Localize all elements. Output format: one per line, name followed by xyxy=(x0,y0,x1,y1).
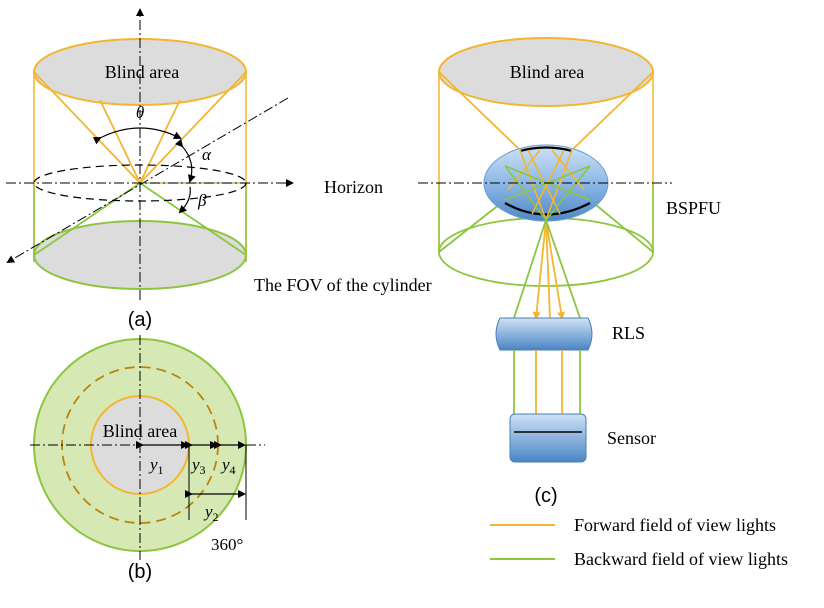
legend: Forward field of view lights Backward fi… xyxy=(490,515,788,569)
blind-area-label-c: Blind area xyxy=(510,62,584,82)
blind-area-label-a: Blind area xyxy=(105,62,179,82)
forward-ray xyxy=(438,71,521,151)
beta-label: β xyxy=(197,191,207,210)
y4-label: y4 xyxy=(220,455,236,477)
alpha-label: α xyxy=(202,145,212,164)
theta-label: θ xyxy=(136,103,144,122)
blind-area-label-b: Blind area xyxy=(103,421,177,441)
caption-c: (c) xyxy=(534,485,557,507)
backward-ray xyxy=(139,182,247,256)
rls-lens xyxy=(495,317,593,351)
alpha-arc xyxy=(175,138,196,183)
forward-ray xyxy=(545,219,551,319)
forward-ray xyxy=(545,219,565,320)
backward-ray xyxy=(438,199,506,253)
sensor-block xyxy=(509,413,587,463)
caption-a: (a) xyxy=(128,309,152,331)
beta-arc xyxy=(178,186,191,214)
fov-cylinder-label: The FOV of the cylinder xyxy=(254,275,432,295)
backward-ray xyxy=(545,219,581,319)
y1-label: y1 xyxy=(148,455,164,477)
forward-ray xyxy=(532,219,547,320)
legend-forward-label: Forward field of view lights xyxy=(574,515,776,535)
forward-ray xyxy=(139,99,181,184)
bspfu-bottom-edge xyxy=(504,202,591,216)
panel-b: Blind area y1 y3 y4 y2 360° (b) xyxy=(30,335,265,583)
horizon-label: Horizon xyxy=(324,177,383,197)
bspfu-top-edge xyxy=(519,146,573,153)
y3-label: y3 xyxy=(190,455,206,477)
backward-ray xyxy=(589,199,654,253)
forward-ray xyxy=(139,71,247,184)
forward-ray xyxy=(571,71,654,151)
forward-ray xyxy=(99,99,141,184)
deg360-label: 360° xyxy=(211,535,243,554)
rls-label: RLS xyxy=(612,323,645,343)
caption-b: (b) xyxy=(128,561,152,583)
diagonal-axis-a xyxy=(6,97,289,264)
sensor-label: Sensor xyxy=(607,428,656,448)
backward-ray xyxy=(33,182,141,256)
y2-label: y2 xyxy=(203,502,219,524)
panel-a: Blind area θ α β (a) xyxy=(6,8,294,331)
bspfu-label: BSPFU xyxy=(666,198,721,218)
backward-ray xyxy=(513,219,547,319)
legend-backward-label: Backward field of view lights xyxy=(574,549,788,569)
panel-c: Blind area Horizon BSPFU The FOV of the … xyxy=(254,37,721,507)
theta-arc xyxy=(92,127,182,145)
forward-ray xyxy=(33,71,141,184)
